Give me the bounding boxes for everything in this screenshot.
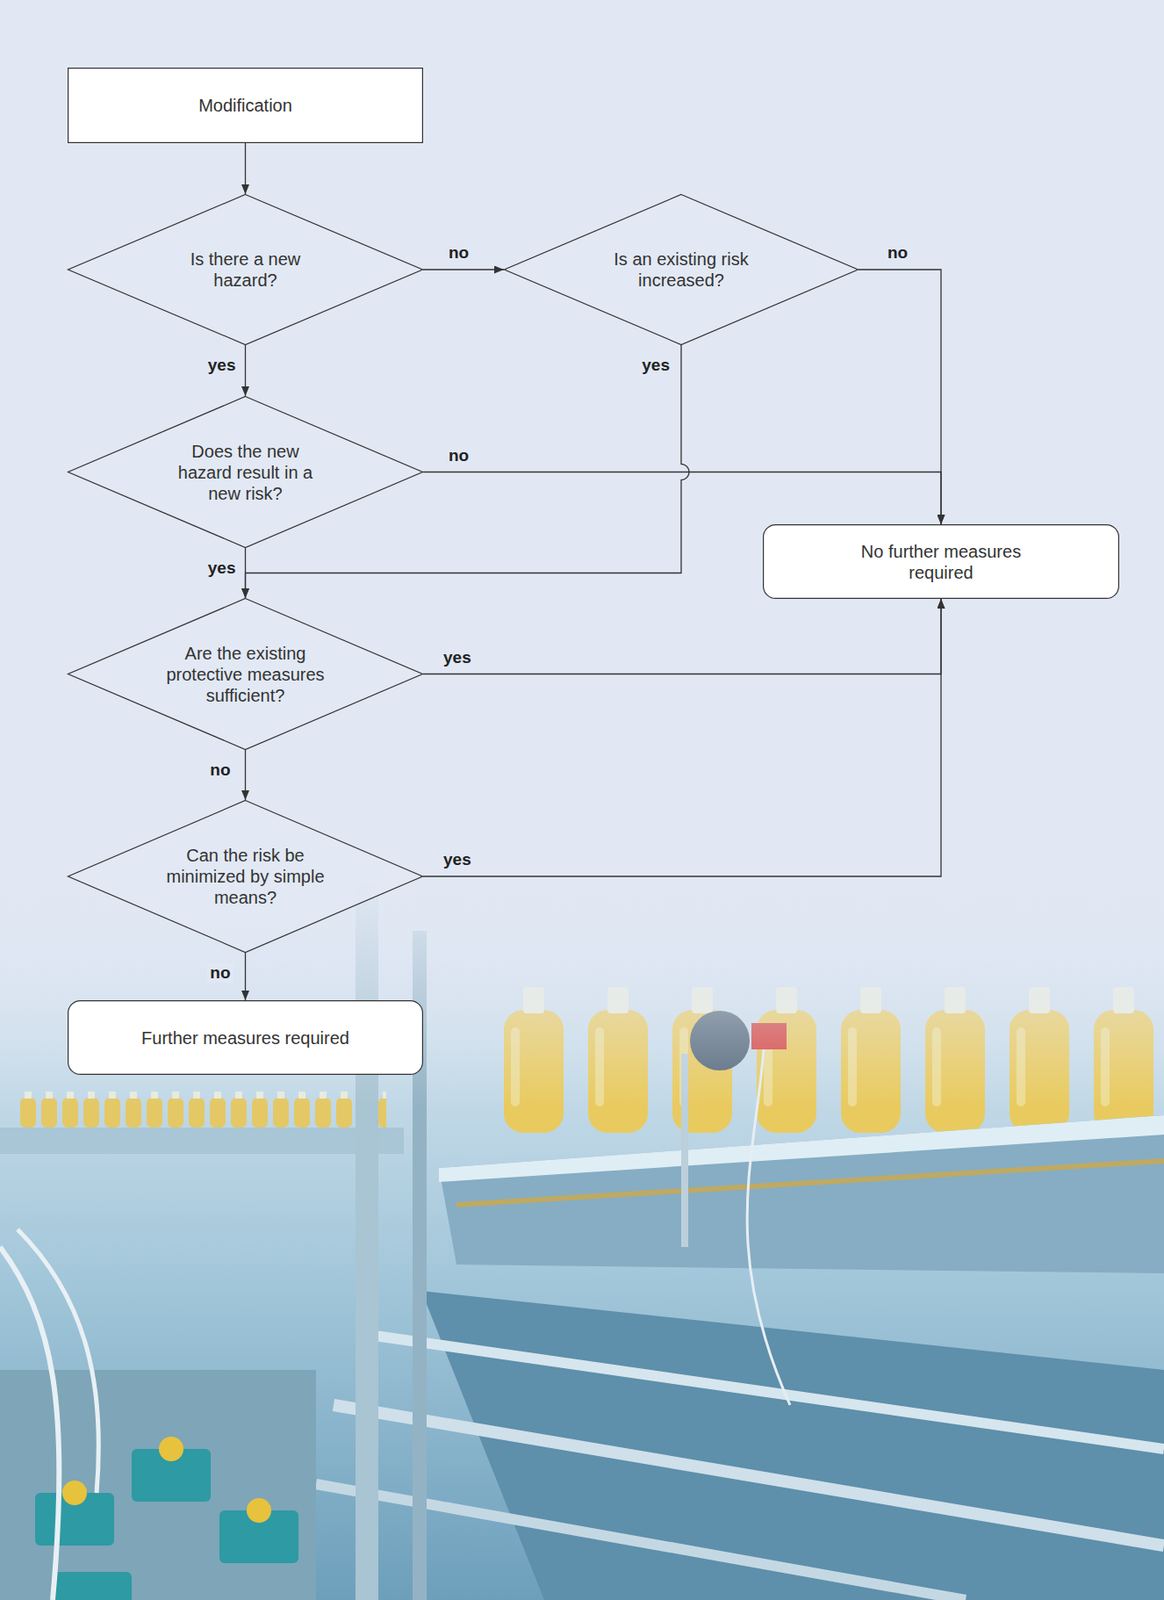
back-conveyor	[0, 1127, 404, 1154]
connector-arrow	[423, 268, 504, 270]
decision-diamond: Is there a new hazard?	[67, 194, 424, 345]
process-box: Modification	[67, 67, 424, 144]
text-block: Are the existing protective measures suf…	[164, 642, 327, 706]
valve-cap	[62, 1480, 87, 1505]
edge-label: yes	[440, 647, 475, 668]
diamond-shape	[68, 396, 424, 548]
text-block: No further measures required	[848, 540, 1034, 583]
diamond-outline	[503, 194, 859, 345]
node-text: Is there a new hazard?	[164, 248, 327, 291]
decision-diamond: Are the existing protective measures suf…	[67, 597, 424, 750]
text-block: Modification	[198, 94, 293, 116]
text-block: Further measures required	[141, 1027, 350, 1049]
conveyor-rail	[333, 1404, 1164, 1545]
decision-diamond: Can the risk be minimized by simple mean…	[67, 799, 424, 953]
edge-label: no	[445, 243, 472, 263]
terminal-box: Further measures required	[67, 999, 424, 1075]
diamond-shape	[68, 194, 424, 345]
node-text: No further measures required	[848, 540, 1034, 583]
decision-diamond: Does the new hazard result in a new risk…	[67, 395, 424, 548]
connector-arrow	[423, 598, 942, 877]
diamond-shape	[504, 194, 859, 345]
edge-label: yes	[205, 355, 239, 375]
edge-label: no	[445, 445, 472, 466]
text-block: Is an existing risk increased?	[600, 248, 763, 291]
rail-edge	[438, 1114, 1164, 1182]
edge-label: yes	[205, 558, 239, 578]
node-text: Is an existing risk increased?	[600, 248, 763, 291]
edge-label: no	[207, 760, 233, 780]
edge-label: no	[207, 962, 233, 983]
machine-base	[0, 1369, 317, 1600]
lower-conveyor	[421, 1290, 1164, 1600]
decision-diamond: Is an existing risk increased?	[503, 194, 859, 345]
connector-arrow	[244, 143, 246, 194]
connector-arrow	[858, 269, 942, 525]
connector-arrow	[423, 598, 942, 675]
diamond-outline	[67, 194, 424, 345]
edge-label: no	[884, 243, 911, 263]
node-text: Does the new hazard result in a new risk…	[164, 440, 327, 504]
text-block: Can the risk be minimized by simple mean…	[164, 844, 327, 908]
box-outline	[762, 524, 1120, 599]
valve-cap	[246, 1497, 272, 1523]
rail-stripe	[456, 1160, 1164, 1205]
connector-arrow	[244, 344, 246, 396]
connector-arrow	[244, 749, 246, 800]
connector-arrow	[244, 547, 246, 598]
tube	[0, 1246, 60, 1600]
edge-label: yes	[639, 355, 673, 375]
node-text: Further measures required	[141, 1027, 350, 1049]
diamond-shape	[68, 598, 424, 750]
text-block: Does the new hazard result in a new risk…	[164, 440, 327, 504]
connector-arrow	[244, 952, 246, 1000]
node-text: Are the existing protective measures suf…	[164, 642, 327, 706]
box-shape	[68, 1000, 424, 1075]
valve	[52, 1571, 132, 1600]
node-text: Modification	[198, 94, 293, 116]
diamond-shape	[68, 800, 424, 953]
node-text: Can the risk be minimized by simple mean…	[164, 844, 327, 908]
valve-cap	[158, 1436, 184, 1461]
main-rail	[438, 1114, 1164, 1273]
photo-ground	[0, 877, 1164, 1600]
box-shape	[763, 524, 1120, 599]
edge-label: yes	[440, 849, 475, 870]
box-shape	[68, 68, 424, 144]
text-block: Is there a new hazard?	[164, 248, 327, 291]
terminal-box: No further measures required	[762, 524, 1120, 599]
tube	[17, 1228, 99, 1493]
